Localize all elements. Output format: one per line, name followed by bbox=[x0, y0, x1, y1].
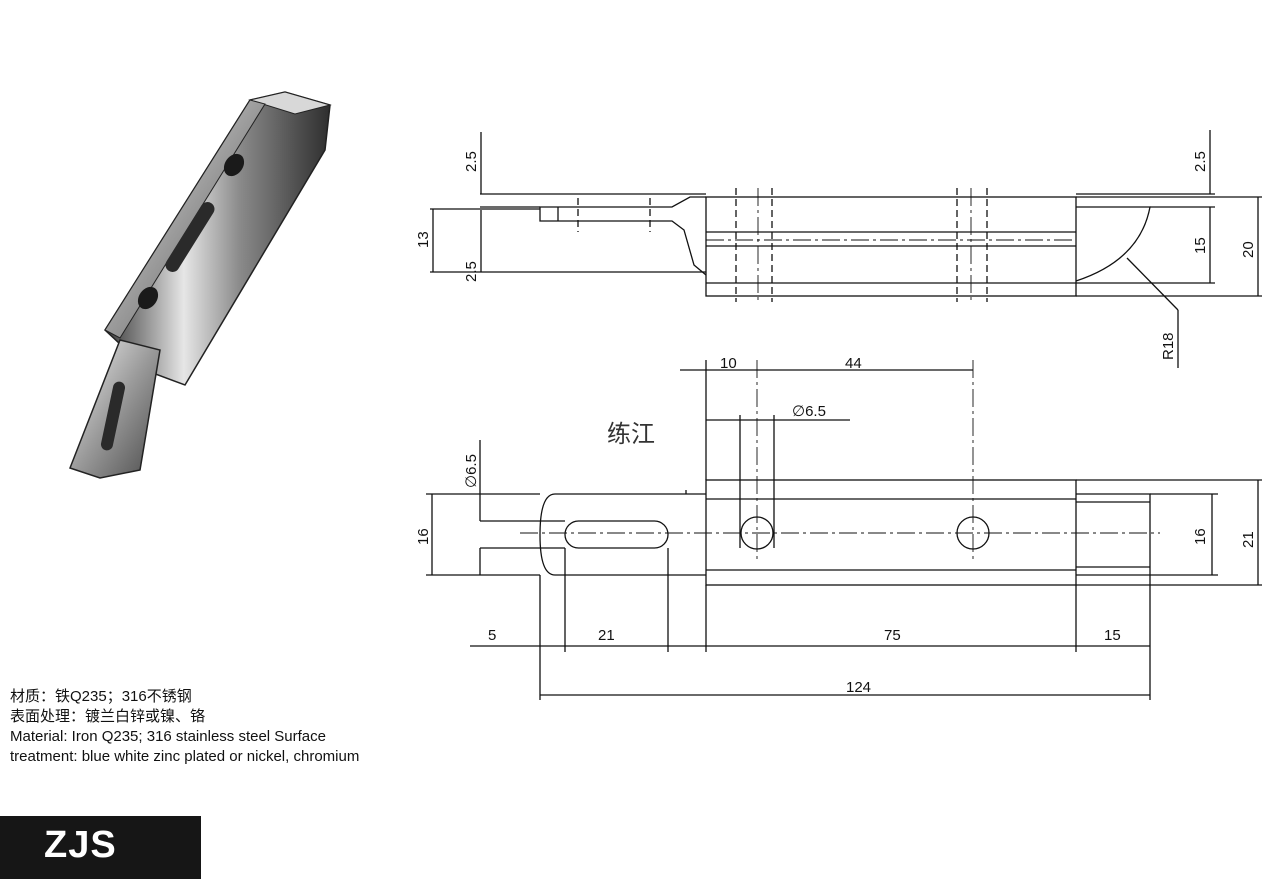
side-view bbox=[430, 130, 1262, 368]
spec-line: treatment: blue white zinc plated or nic… bbox=[10, 748, 360, 765]
dim-hole-spacing: 44 bbox=[845, 355, 862, 372]
dim-body-length: 75 bbox=[884, 627, 901, 644]
dim-tip-length: 15 bbox=[1104, 627, 1121, 644]
dim-hole-dia: ∅6.5 bbox=[792, 403, 826, 420]
dim-hole-offset: 10 bbox=[720, 355, 737, 372]
dim-inner-height: 15 bbox=[1192, 237, 1209, 254]
model-badge: ZJS bbox=[0, 816, 201, 879]
spec-line: Material: Iron Q235; 316 stainless steel… bbox=[10, 728, 326, 745]
dim-slot-dia: ∅6.5 bbox=[463, 454, 480, 488]
dim-height-left: 13 bbox=[415, 231, 432, 248]
dim-total-height: 20 bbox=[1240, 241, 1257, 258]
spec-line: 材质：铁Q235；316不锈钢 bbox=[10, 688, 192, 705]
watermark-text: 练江 bbox=[607, 420, 655, 448]
spec-block: 材质：铁Q235；316不锈钢 表面处理：镀兰白锌或镍、铬 Material: … bbox=[10, 687, 359, 767]
dim-tip-width: 16 bbox=[1192, 528, 1209, 545]
dim-end-radius: 5 bbox=[488, 627, 496, 644]
dim-top-gap-right: 2.5 bbox=[1192, 151, 1209, 172]
dim-top-gap-left: 2.5 bbox=[463, 151, 480, 172]
spec-line: 表面处理：镀兰白锌或镍、铬 bbox=[10, 708, 206, 725]
model-label: ZJS bbox=[44, 824, 117, 866]
dim-body-width: 21 bbox=[1240, 531, 1257, 548]
top-view bbox=[426, 360, 1262, 700]
dim-slot-width: 16 bbox=[415, 528, 432, 545]
product-photo bbox=[69, 91, 332, 479]
dim-bottom-gap-left: 2.5 bbox=[463, 261, 480, 282]
dim-overall-length: 124 bbox=[846, 679, 871, 696]
dim-radius: R18 bbox=[1160, 332, 1177, 360]
dim-slot-length: 21 bbox=[598, 627, 615, 644]
